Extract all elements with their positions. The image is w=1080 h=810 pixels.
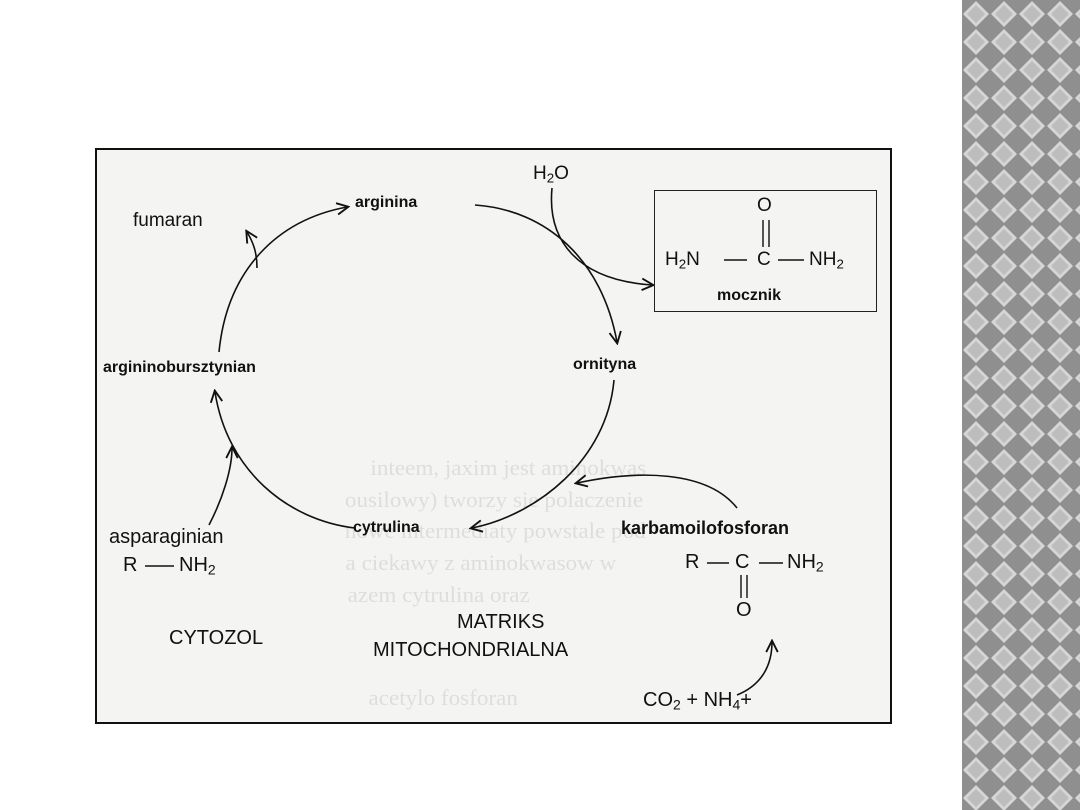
region-cytozol: CYTOZOL bbox=[169, 627, 264, 649]
arrow-arginina-to-ornityna bbox=[474, 204, 617, 342]
decorative-diamond-strip bbox=[962, 0, 1080, 810]
show-through-text: inteem, jaxim jest aminokwas bbox=[370, 455, 647, 480]
carb-r-group: R bbox=[685, 551, 700, 573]
urea-structure-box bbox=[654, 190, 877, 312]
carb-nh2-group: NH2 bbox=[787, 551, 824, 575]
arrow-karbamoilofosforan-in bbox=[577, 474, 738, 509]
arrow-asparaginian-in bbox=[208, 448, 232, 526]
label-water: H2O bbox=[533, 163, 569, 186]
label-co2-nh4: CO2 + NH4+ bbox=[643, 689, 752, 713]
urea-cycle-figure: inteem, jaxim jest aminokwas ousilowy) t… bbox=[95, 148, 892, 724]
arrow-ornityna-to-cytrulina bbox=[472, 379, 615, 528]
asp-nh2-group: NH2 bbox=[179, 554, 216, 578]
label-fumaran: fumaran bbox=[133, 210, 203, 231]
show-through-text: ousilowy) tworzy sie polaczenie bbox=[344, 487, 644, 512]
show-through-text: a ciekawy z aminokwasow w bbox=[345, 550, 617, 575]
cycle-arrows bbox=[145, 187, 804, 696]
show-through-text: acetylo fosforan bbox=[368, 685, 518, 710]
urea-left-group: H2N bbox=[665, 249, 700, 272]
urea-right-group: NH2 bbox=[809, 249, 844, 272]
label-arginina: arginina bbox=[355, 194, 418, 211]
region-matriks-line2: MITOCHONDRIALNA bbox=[373, 639, 569, 661]
asp-r-group: R bbox=[123, 554, 138, 576]
label-karbamoilofosforan: karbamoilofosforan bbox=[621, 518, 790, 538]
arrow-water-to-urea bbox=[550, 187, 652, 285]
label-argininobursztynian: argininobursztynian bbox=[103, 359, 256, 376]
carb-oxygen: O bbox=[736, 599, 752, 621]
carb-carbon: C bbox=[735, 551, 750, 573]
arrow-to-fumaran bbox=[247, 232, 258, 269]
region-matriks-line1: MATRIKS bbox=[457, 611, 545, 633]
label-asparaginian: asparaginian bbox=[109, 526, 224, 548]
arrow-co2-to-karbamoilofosforan bbox=[736, 642, 772, 696]
urea-carbon: C bbox=[757, 249, 771, 270]
label-cytrulina: cytrulina bbox=[353, 519, 420, 536]
show-through-text: azem cytrulina oraz bbox=[347, 582, 530, 607]
arrow-cytrulina-to-argininobursztynian bbox=[215, 392, 356, 529]
arrow-argininobursztynian-to-arginina bbox=[218, 207, 347, 353]
label-ornityna: ornityna bbox=[573, 356, 637, 373]
label-mocznik: mocznik bbox=[717, 287, 782, 304]
urea-oxygen: O bbox=[757, 195, 772, 216]
